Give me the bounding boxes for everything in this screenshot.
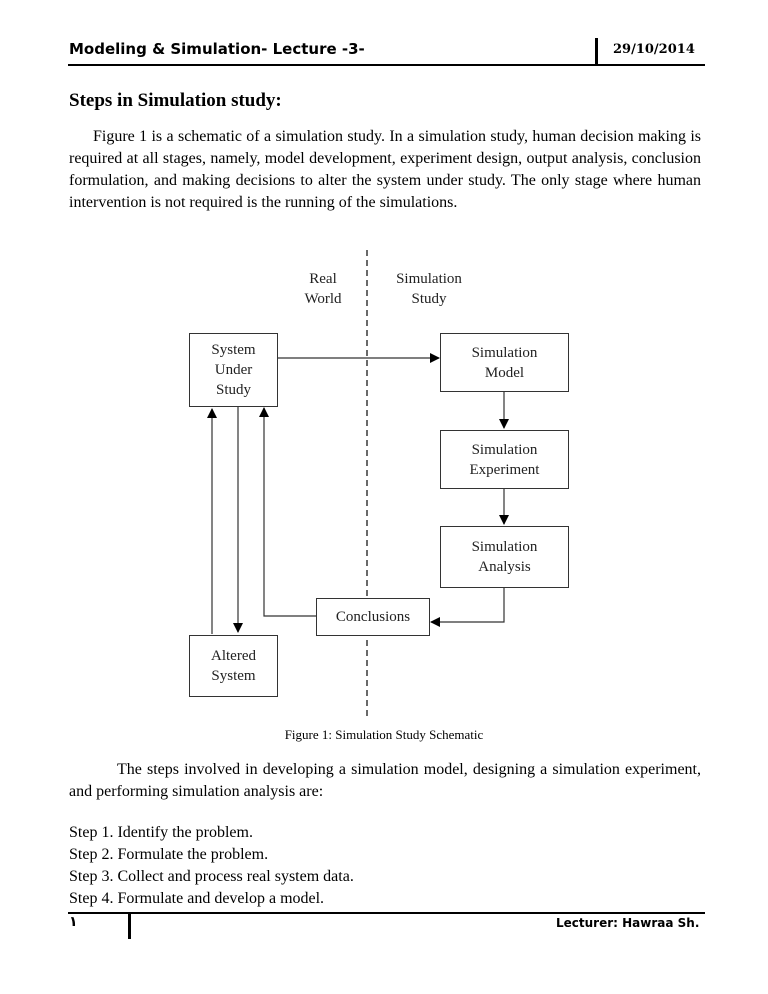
system-under-study-box: System Under Study [189, 333, 278, 407]
section-title: Steps in Simulation study: [69, 90, 282, 111]
diagram-connectors [207, 250, 509, 720]
figure-caption: Figure 1: Simulation Study Schematic [284, 727, 484, 742]
steps-list: Step 1. Identify the problem. Step 2. Fo… [69, 822, 354, 910]
conclusions-label: Conclusions [335, 609, 411, 625]
list-item: Step 4. Formulate and develop a model. [69, 890, 325, 907]
system-under-study-label: System Under Study [211, 342, 256, 398]
page-number: ١ [69, 914, 78, 930]
list-item: Step 3. Collect and process real system … [69, 868, 354, 885]
simulation-study-label: Simulation Study [396, 271, 462, 307]
footer-rule [68, 912, 705, 914]
arrow-analysis-to-conclusions [430, 588, 505, 627]
list-item: Step 1. Identify the problem. [69, 824, 253, 841]
header-divider [595, 38, 598, 65]
simulation-model-label: Simulation Model [471, 344, 538, 381]
simulation-model-box: Simulation Model [440, 333, 569, 392]
conclusions-box: Conclusions [316, 598, 430, 636]
arrow-conclusions-to-system [259, 407, 316, 617]
simulation-analysis-box: Simulation Analysis [440, 526, 569, 588]
steps-intro-paragraph: The steps involved in developing a simul… [69, 761, 701, 800]
real-world-label: Real World [304, 271, 342, 307]
lecture-date: 29/10/2014 [613, 42, 695, 57]
simulation-experiment-label: Simulation Experiment [469, 441, 540, 478]
list-item: Step 2. Formulate the problem. [69, 846, 269, 863]
lecturer-name: Lecturer: Hawraa Sh. [556, 916, 700, 930]
simulation-study-diagram: Real World Simulation Study System Under… [180, 244, 580, 724]
intro-paragraph: Figure 1 is a schematic of a simulation … [69, 128, 701, 211]
header-rule [68, 64, 705, 66]
simulation-analysis-label: Simulation Analysis [471, 539, 538, 575]
altered-system-box: Altered System [189, 635, 278, 697]
lecture-title: Modeling & Simulation- Lecture -3- [69, 40, 365, 58]
altered-system-label: Altered System [211, 648, 256, 684]
footer-divider [128, 912, 131, 939]
simulation-experiment-box: Simulation Experiment [440, 430, 569, 489]
